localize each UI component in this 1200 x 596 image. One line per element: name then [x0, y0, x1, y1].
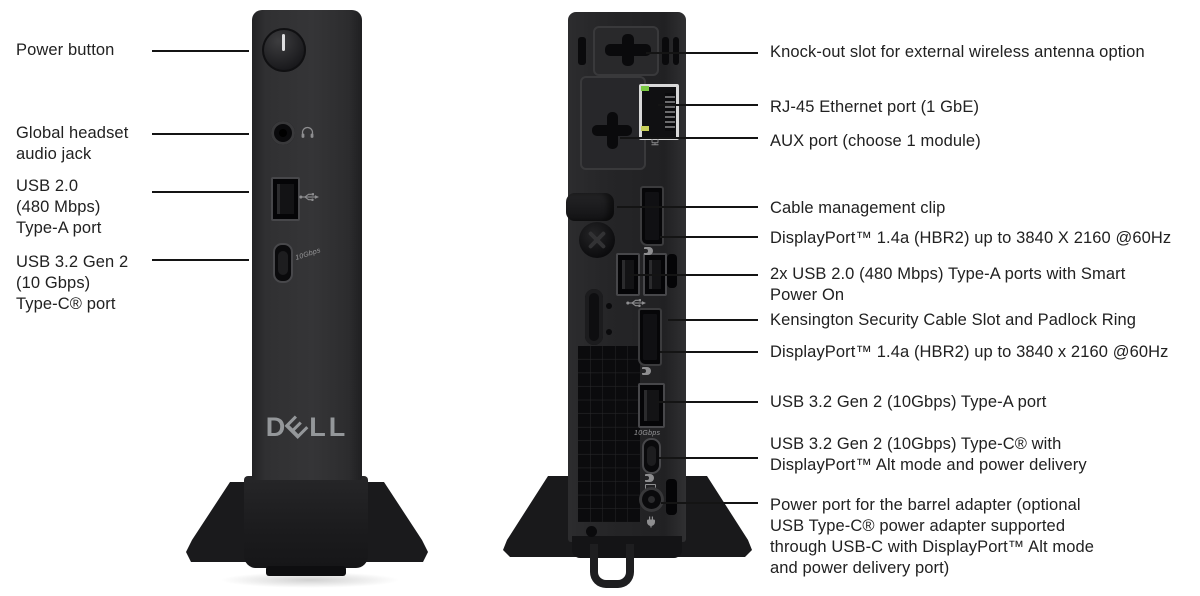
usb-icon: [626, 298, 646, 308]
leader-line: [660, 351, 758, 353]
headset-icon: [300, 125, 315, 140]
callout-rj45: RJ-45 Ethernet port (1 GbE): [770, 98, 980, 116]
padlock-ring: [585, 289, 603, 345]
displayport-icon: [645, 474, 654, 482]
usb-tongue: [277, 184, 294, 214]
displayport-icon: [644, 247, 653, 255]
plug-icon: [645, 516, 657, 528]
hook-screw: [586, 526, 597, 537]
usb-a-port-front: [271, 177, 300, 221]
leader-line: [660, 236, 758, 238]
logo-letter: LL: [309, 412, 349, 442]
side-slot: [673, 37, 679, 65]
rj45-pins: [665, 93, 675, 131]
front-stand: [244, 476, 368, 568]
leader-line: [617, 206, 758, 208]
leader-line: [668, 319, 758, 321]
callout-kensington: Kensington Security Cable Slot and Padlo…: [770, 311, 1137, 329]
usb-c-pin: [278, 251, 288, 275]
callout-usb2-front: USB 2.0 (480 Mbps) Type-A port: [16, 177, 102, 237]
cable-management-clip: [566, 193, 614, 221]
leader-line: [661, 502, 758, 504]
callout-usb32-type-c: USB 3.2 Gen 2 (10Gbps) Type-C® with Disp…: [770, 435, 1087, 474]
logo-letter: D: [265, 412, 289, 442]
callout-power-port: Power port for the barrel adapter (optio…: [770, 496, 1095, 577]
power-button: [262, 28, 306, 72]
displayport-2: [638, 308, 662, 366]
callout-headset-jack: Global headset audio jack: [16, 124, 129, 163]
usb-10gbps-badge-back: 10Gbps: [634, 430, 661, 437]
jack-hole: [279, 129, 287, 137]
vent-grid: [578, 346, 640, 522]
rj45-led-amber: [641, 126, 649, 131]
leader-line: [152, 191, 249, 193]
kensington-slot: [667, 254, 677, 288]
rj45-ethernet-port: [639, 84, 679, 140]
usb-c-port-front: [273, 243, 293, 283]
device-front-view: [252, 10, 362, 480]
leader-line: [152, 133, 249, 135]
leader-line: [620, 137, 758, 139]
aux-plus-cutout: [592, 110, 632, 150]
side-slot: [578, 37, 586, 65]
dell-logo: DELL: [252, 408, 362, 444]
callout-usbc-front: USB 3.2 Gen 2 (10 Gbps) Type-C® port: [16, 253, 129, 313]
displayport-icon: [642, 367, 651, 375]
thumbscrew: [579, 222, 615, 258]
callout-usb2-rear: 2x USB 2.0 (480 Mbps) Type-A ports with …: [770, 265, 1126, 304]
usb32-type-a-port: [638, 383, 665, 428]
callout-power-button: Power button: [16, 41, 115, 59]
leader-line: [658, 104, 758, 106]
rj45-led-green: [641, 86, 649, 91]
headset-jack: [271, 121, 295, 145]
side-slot: [662, 37, 669, 65]
leader-line: [152, 50, 249, 52]
leader-line: [646, 52, 758, 54]
knockout-plus-cutout: [605, 34, 651, 66]
callout-displayport-1: DisplayPort™ 1.4a (HBR2) up to 3840 X 21…: [770, 229, 1172, 247]
leader-line: [659, 457, 758, 459]
power-mark-icon: [282, 34, 285, 51]
cable-hook: [590, 544, 634, 588]
callout-cable-clip: Cable management clip: [770, 199, 946, 217]
callout-aux-port: AUX port (choose 1 module): [770, 132, 981, 150]
usb-icon: [299, 192, 319, 202]
leader-line: [657, 401, 758, 403]
callout-displayport-2: DisplayPort™ 1.4a (HBR2) up to 3840 x 21…: [770, 343, 1169, 361]
leader-line: [628, 274, 758, 276]
power-barrel-port: [639, 487, 664, 512]
callout-usb32-type-a: USB 3.2 Gen 2 (10Gbps) Type-A port: [770, 393, 1047, 411]
kensington-slot: [666, 479, 677, 515]
network-icon: [650, 138, 660, 147]
front-shadow: [220, 572, 400, 588]
callout-knockout-slot: Knock-out slot for external wireless ant…: [770, 43, 1145, 61]
displayport-1: [640, 186, 664, 246]
usb32-type-c-port: [642, 438, 661, 474]
screw-hole: [606, 303, 612, 309]
screw-hole: [606, 329, 612, 335]
leader-line: [152, 259, 249, 261]
front-stand-foot: [266, 566, 346, 576]
